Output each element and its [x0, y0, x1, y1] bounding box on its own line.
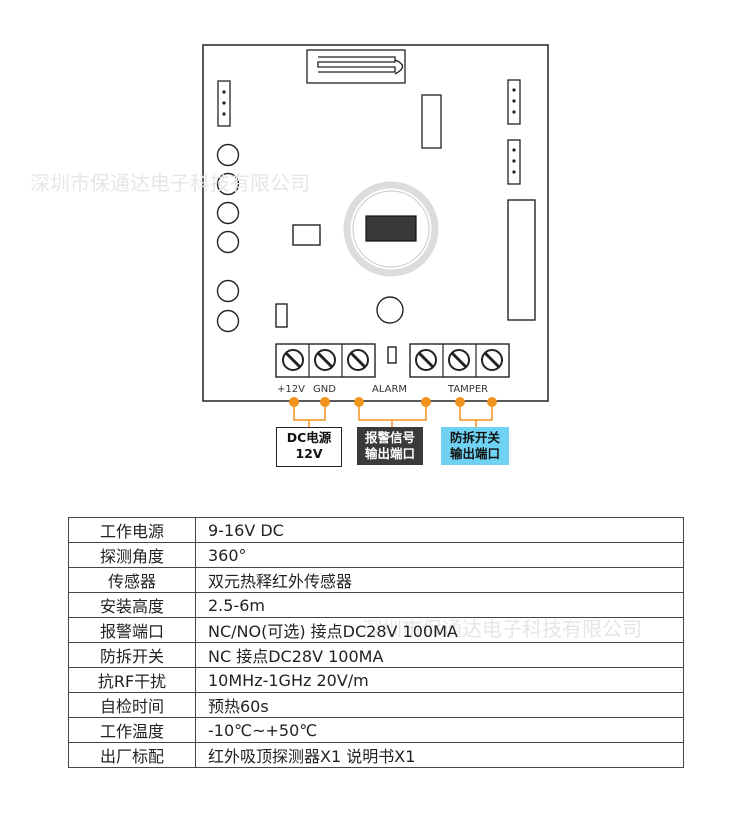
- spec-label: 出厂标配: [68, 742, 196, 768]
- pir-sensor: [343, 181, 439, 277]
- table-row: 出厂标配 红外吸顶探测器X1 说明书X1: [68, 742, 684, 768]
- top-clip-component: [306, 49, 406, 84]
- spec-value: 预热60s: [195, 692, 684, 718]
- callout-tamper: 防拆开关 输出端口: [441, 427, 509, 465]
- wire-dots: [289, 397, 497, 407]
- spec-label: 抗RF干扰: [68, 667, 196, 693]
- left-circles: [216, 143, 240, 333]
- spec-label: 工作电源: [68, 517, 196, 543]
- callout-tamper-line2: 输出端口: [449, 446, 500, 461]
- table-row: 抗RF干扰 10MHz-1GHz 20V/m: [68, 667, 684, 693]
- label-gnd: GND: [313, 384, 336, 395]
- spec-label: 报警端口: [68, 617, 196, 643]
- right-pin-header-top: [507, 79, 521, 125]
- callout-alarm: 报警信号 输出端口: [357, 427, 423, 465]
- label-plus12v: +12V: [277, 384, 305, 395]
- spec-value: 9-16V DC: [195, 517, 684, 543]
- small-capsule-component: [275, 303, 288, 328]
- spec-label: 防拆开关: [68, 642, 196, 668]
- callout-alarm-line2: 输出端口: [364, 446, 415, 461]
- screw-terminal-3: [347, 349, 369, 371]
- small-circle-component: [376, 296, 404, 324]
- screw-terminal-2: [314, 349, 336, 371]
- screw-terminal-1: [282, 349, 304, 371]
- left-pin-header: [217, 80, 231, 127]
- spec-label: 探测角度: [68, 542, 196, 568]
- right-pin-header-bottom: [507, 139, 521, 185]
- spec-value: NC/NO(可选) 接点DC28V 100MA: [195, 617, 684, 643]
- table-row: 工作温度 -10℃~+50℃: [68, 717, 684, 743]
- circuit-board-diagram: [202, 44, 549, 427]
- callout-tamper-line1: 防拆开关: [449, 430, 500, 445]
- spec-table: 工作电源 9-16V DC 探测角度 360° 传感器 双元热释红外传感器 安装…: [68, 517, 684, 768]
- screw-terminal-6: [481, 349, 503, 371]
- spec-value: 10MHz-1GHz 20V/m: [195, 667, 684, 693]
- spec-value: 红外吸顶探测器X1 说明书X1: [195, 742, 684, 768]
- jumper-component: [387, 346, 397, 364]
- callout-power-line1: DC电源: [286, 430, 332, 445]
- spec-value: -10℃~+50℃: [195, 717, 684, 743]
- screw-terminal-4: [415, 349, 437, 371]
- label-tamper: TAMPER: [448, 384, 489, 395]
- watermark-top: 深圳市保通达电子科技有限公司: [30, 171, 310, 195]
- screw-terminal-5: [448, 349, 470, 371]
- spec-value: 360°: [195, 542, 684, 568]
- vertical-component: [421, 94, 442, 149]
- callout-alarm-line1: 报警信号: [364, 430, 415, 445]
- table-row: 工作电源 9-16V DC: [68, 517, 684, 543]
- spec-value: 2.5-6m: [195, 592, 684, 618]
- spec-label: 安装高度: [68, 592, 196, 618]
- spec-label: 自检时间: [68, 692, 196, 718]
- callout-power: DC电源 12V: [276, 427, 342, 467]
- tall-component: [507, 199, 536, 321]
- table-row: 安装高度 2.5-6m: [68, 592, 684, 618]
- spec-label: 工作温度: [68, 717, 196, 743]
- wiring: [293, 402, 493, 427]
- label-alarm: ALARM: [372, 384, 408, 395]
- small-component: [292, 224, 321, 246]
- table-row: 自检时间 预热60s: [68, 692, 684, 718]
- spec-value: NC 接点DC28V 100MA: [195, 642, 684, 668]
- spec-label: 传感器: [68, 567, 196, 593]
- callout-power-line2: 12V: [295, 446, 323, 461]
- table-row: 探测角度 360°: [68, 542, 684, 568]
- spec-value: 双元热释红外传感器: [195, 567, 684, 593]
- table-row: 防拆开关 NC 接点DC28V 100MA: [68, 642, 684, 668]
- table-row: 传感器 双元热释红外传感器: [68, 567, 684, 593]
- table-row: 报警端口 NC/NO(可选) 接点DC28V 100MA: [68, 617, 684, 643]
